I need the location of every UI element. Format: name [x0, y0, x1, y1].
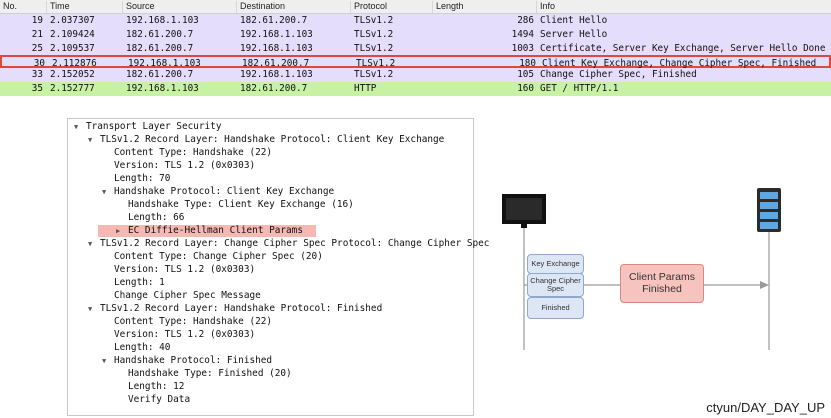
- column-header-no[interactable]: No.: [3, 1, 18, 11]
- packet-time: 2.037307: [50, 15, 95, 26]
- expand-triangle-icon[interactable]: ▼: [74, 123, 79, 131]
- tree-leaf[interactable]: Content Type: Change Cipher Spec (20): [114, 251, 323, 262]
- packet-source: 182.61.200.7: [126, 29, 194, 40]
- packet-time: 2.112876: [52, 58, 97, 69]
- selected-field-highlight: [98, 225, 316, 237]
- client-params-finished-box: Client Params Finished: [620, 264, 704, 303]
- packet-length: 160: [517, 83, 534, 94]
- packet-info: Change Cipher Spec, Finished: [540, 69, 697, 80]
- tree-leaf[interactable]: Length: 1: [114, 277, 165, 288]
- column-header-destination[interactable]: Destination: [236, 1, 285, 13]
- packet-time: 2.152777: [50, 83, 95, 94]
- tree-leaf[interactable]: Verify Data: [128, 394, 191, 405]
- packet-protocol: TLSv1.2: [354, 29, 394, 40]
- tree-leaf[interactable]: Length: 66: [128, 212, 185, 223]
- tree-leaf[interactable]: Handshake Type: Client Key Exchange (16): [128, 199, 354, 210]
- packet-destination: 182.61.200.7: [242, 58, 310, 69]
- packet-no: 33: [31, 69, 43, 80]
- tree-leaf[interactable]: Version: TLS 1.2 (0x0303): [114, 264, 256, 275]
- packet-destination: 192.168.1.103: [240, 29, 313, 40]
- packet-info: Client Key Exchange, Change Cipher Spec,…: [542, 58, 817, 69]
- packet-no: 21: [31, 29, 43, 40]
- packet-row[interactable]: 25 2.109537 182.61.200.7 192.168.1.103 T…: [0, 42, 831, 56]
- expand-triangle-icon[interactable]: ▼: [88, 305, 93, 313]
- packet-length: 1494: [511, 29, 534, 40]
- tree-leaf[interactable]: Version: TLS 1.2 (0x0303): [114, 160, 256, 171]
- packet-no: 30: [33, 58, 45, 69]
- expand-triangle-icon[interactable]: ▼: [88, 240, 93, 248]
- tree-leaf[interactable]: Length: 70: [114, 173, 171, 184]
- tree-leaf[interactable]: Content Type: Handshake (22): [114, 316, 273, 327]
- packet-row[interactable]: 33 2.152052 182.61.200.7 192.168.1.103 T…: [0, 68, 831, 82]
- tree-leaf[interactable]: Content Type: Handshake (22): [114, 147, 273, 158]
- expand-triangle-icon[interactable]: ▼: [102, 357, 107, 365]
- tree-node[interactable]: TLSv1.2 Record Layer: Change Cipher Spec…: [100, 238, 490, 249]
- message-finished: Finished: [527, 297, 584, 319]
- arrow-head-icon: [760, 281, 769, 289]
- packet-protocol: TLSv1.2: [354, 15, 394, 26]
- packet-row[interactable]: 35 2.152777 192.168.1.103 182.61.200.7 H…: [0, 82, 831, 96]
- packet-destination: 192.168.1.103: [240, 43, 313, 54]
- packet-source: 192.168.1.103: [126, 83, 199, 94]
- tree-leaf[interactable]: Version: TLS 1.2 (0x0303): [114, 329, 256, 340]
- packet-length: 180: [519, 58, 536, 69]
- packet-length: 105: [517, 69, 534, 80]
- tree-leaf[interactable]: Handshake Type: Finished (20): [128, 368, 292, 379]
- column-header-protocol[interactable]: Protocol: [350, 1, 387, 13]
- packet-length: 286: [517, 15, 534, 26]
- watermark: ctyun/DAY_DAY_UP: [706, 400, 825, 415]
- tree-leaf[interactable]: Length: 40: [114, 342, 171, 353]
- packet-length: 1003: [511, 43, 534, 54]
- packet-no: 25: [31, 43, 43, 54]
- packet-row[interactable]: 21 2.109424 182.61.200.7 192.168.1.103 T…: [0, 28, 831, 42]
- column-header-time[interactable]: Time: [46, 1, 70, 13]
- packet-destination: 182.61.200.7: [240, 15, 308, 26]
- packet-row-selected[interactable]: 30 2.112876 192.168.1.103 182.61.200.7 T…: [0, 55, 831, 69]
- tree-leaf[interactable]: Length: 12: [128, 381, 185, 392]
- packet-time: 2.152052: [50, 69, 95, 80]
- server-icon: [757, 188, 781, 232]
- monitor-icon: [502, 194, 546, 228]
- packet-protocol: TLSv1.2: [354, 69, 394, 80]
- packet-destination: 182.61.200.7: [240, 83, 308, 94]
- tree-node-selected[interactable]: EC Diffie-Hellman Client Params: [128, 225, 303, 236]
- tree-node[interactable]: Transport Layer Security: [86, 121, 222, 132]
- collapse-triangle-icon[interactable]: ▶: [116, 227, 121, 235]
- packet-destination: 192.168.1.103: [240, 69, 313, 80]
- packet-row[interactable]: 19 2.037307 192.168.1.103 182.61.200.7 T…: [0, 14, 831, 28]
- column-header-info[interactable]: Info: [536, 1, 555, 13]
- packet-info: Server Hello: [540, 29, 608, 40]
- tree-node[interactable]: TLSv1.2 Record Layer: Handshake Protocol…: [100, 134, 445, 145]
- packet-list-header: No. Time Source Destination Protocol Len…: [0, 0, 831, 14]
- packet-time: 2.109537: [50, 43, 95, 54]
- column-header-source[interactable]: Source: [122, 1, 155, 13]
- packet-protocol: TLSv1.2: [354, 43, 394, 54]
- packet-source: 192.168.1.103: [128, 58, 201, 69]
- packet-source: 182.61.200.7: [126, 69, 194, 80]
- message-change-cipher-spec: Change Cipher Spec: [527, 273, 584, 297]
- packet-protocol: TLSv1.2: [356, 58, 396, 69]
- tree-leaf[interactable]: Change Cipher Spec Message: [114, 290, 261, 301]
- packet-source: 192.168.1.103: [126, 15, 199, 26]
- packet-no: 35: [31, 83, 43, 94]
- column-header-length[interactable]: Length: [432, 1, 464, 13]
- tree-node[interactable]: Handshake Protocol: Client Key Exchange: [114, 186, 335, 197]
- packet-list: No. Time Source Destination Protocol Len…: [0, 0, 831, 100]
- packet-time: 2.109424: [50, 29, 95, 40]
- expand-triangle-icon[interactable]: ▼: [102, 188, 107, 196]
- packet-no: 19: [31, 15, 43, 26]
- packet-info: Client Hello: [540, 15, 608, 26]
- packet-source: 182.61.200.7: [126, 43, 194, 54]
- tree-node[interactable]: Handshake Protocol: Finished: [114, 355, 273, 366]
- packet-details-tree: ▼ Transport Layer Security ▼ TLSv1.2 Rec…: [67, 118, 489, 416]
- packet-info: GET / HTTP/1.1: [540, 83, 619, 94]
- tree-node[interactable]: TLSv1.2 Record Layer: Handshake Protocol…: [100, 303, 383, 314]
- message-key-exchange: Key Exchange: [527, 254, 584, 274]
- expand-triangle-icon[interactable]: ▼: [88, 136, 93, 144]
- packet-protocol: HTTP: [354, 83, 377, 94]
- packet-info: Certificate, Server Key Exchange, Server…: [540, 43, 826, 54]
